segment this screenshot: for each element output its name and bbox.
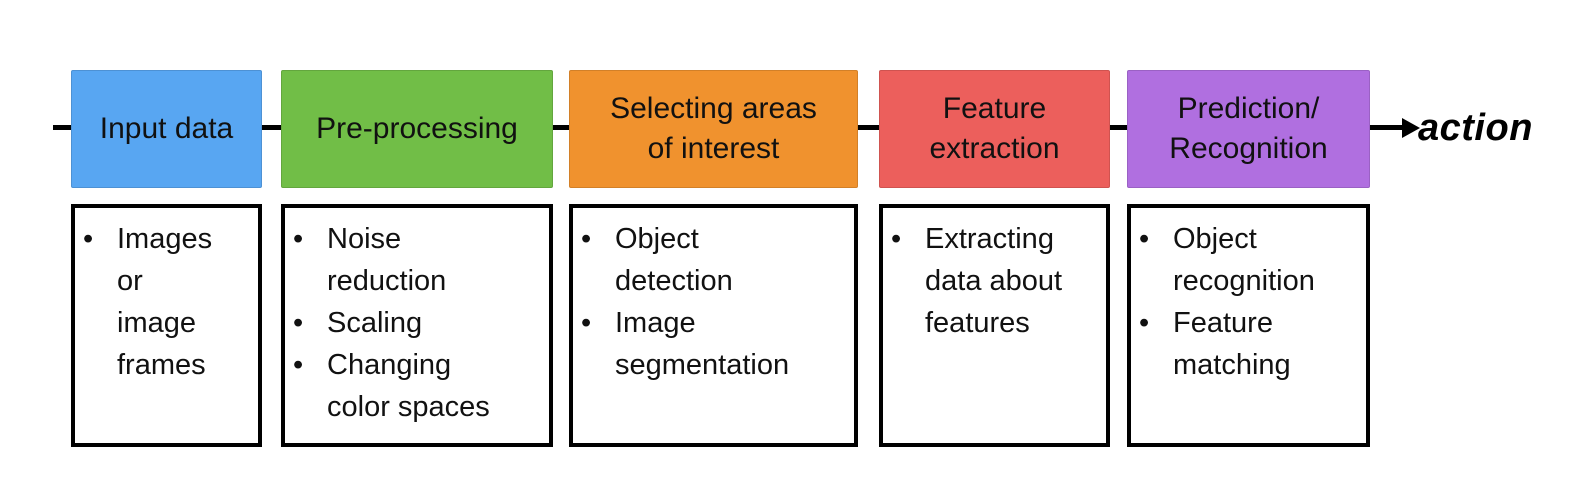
detail-list: Images or image frames — [75, 208, 258, 396]
detail-item: Image segmentation — [577, 302, 850, 386]
detail-item: Changing color spaces — [289, 344, 545, 428]
detail-box-pre-processing: Noise reduction Scaling Changing color s… — [281, 204, 553, 447]
detail-item: Object recognition — [1135, 218, 1362, 302]
stage-label: Pre-processing — [316, 112, 518, 145]
stage-label: Selecting areas of interest — [610, 92, 817, 165]
stage-box-feature-extraction: Feature extraction — [879, 70, 1110, 188]
stage-box-prediction-recognition: Prediction/ Recognition — [1127, 70, 1370, 188]
action-label: action — [1418, 107, 1533, 149]
stage-column-prediction-recognition: Prediction/ Recognition Object recogniti… — [1127, 70, 1370, 447]
stage-column-input-data: Input data Images or image frames — [71, 70, 262, 447]
stage-column-selecting-areas: Selecting areas of interest Object detec… — [569, 70, 858, 447]
detail-item: Scaling — [289, 302, 545, 344]
detail-item: Noise reduction — [289, 218, 545, 302]
stage-label: Input data — [99, 112, 234, 145]
detail-list: Extracting data about features — [883, 208, 1106, 354]
stage-box-input-data: Input data — [71, 70, 262, 188]
detail-list: Object recognition Feature matching — [1131, 208, 1366, 396]
stage-box-pre-processing: Pre-processing — [281, 70, 553, 188]
stage-column-pre-processing: Pre-processing Noise reduction Scaling C… — [281, 70, 553, 447]
detail-item: Feature matching — [1135, 302, 1362, 386]
detail-box-prediction-recognition: Object recognition Feature matching — [1127, 204, 1370, 447]
detail-box-selecting-areas: Object detection Image segmentation — [569, 204, 858, 447]
detail-item: Object detection — [577, 218, 850, 302]
detail-box-input-data: Images or image frames — [71, 204, 262, 447]
stage-label: Prediction/ Recognition — [1169, 92, 1328, 165]
stage-label: Feature extraction — [929, 92, 1060, 165]
detail-list: Noise reduction Scaling Changing color s… — [285, 208, 549, 438]
detail-item: Extracting data about features — [887, 218, 1102, 344]
stage-column-feature-extraction: Feature extraction Extracting data about… — [879, 70, 1110, 447]
detail-list: Object detection Image segmentation — [573, 208, 854, 396]
detail-item: Images or image frames — [79, 218, 254, 386]
stage-box-selecting-areas: Selecting areas of interest — [569, 70, 858, 188]
arrow-right-icon — [1402, 118, 1420, 138]
detail-box-feature-extraction: Extracting data about features — [879, 204, 1110, 447]
